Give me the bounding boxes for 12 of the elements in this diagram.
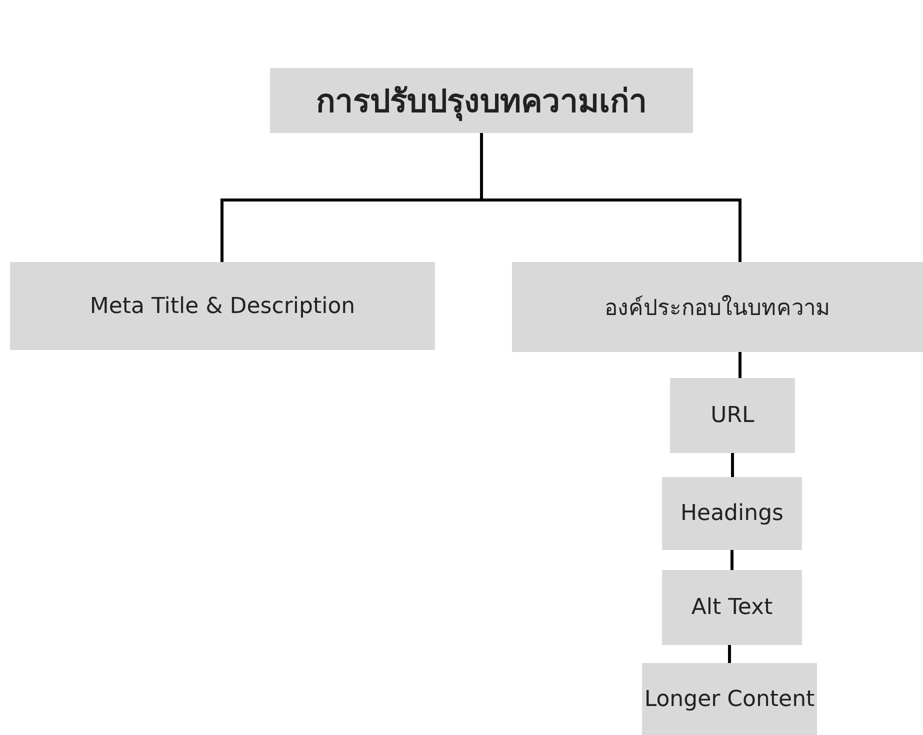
title-box: การปรับปรุงบทความเก่า	[270, 68, 693, 133]
process-box: Meta Title & Description	[10, 262, 435, 350]
connector-line	[731, 453, 734, 477]
process-box: Longer Content	[642, 663, 817, 735]
process-box: Alt Text	[662, 570, 802, 645]
process-box: URL	[670, 378, 795, 453]
connector-line	[730, 550, 734, 570]
process-box: องค์ประกอบในบทความ	[512, 262, 923, 352]
connector-line	[738, 352, 742, 378]
process-box: Headings	[662, 477, 802, 550]
connector-line	[728, 645, 731, 663]
connector-line	[480, 133, 742, 262]
